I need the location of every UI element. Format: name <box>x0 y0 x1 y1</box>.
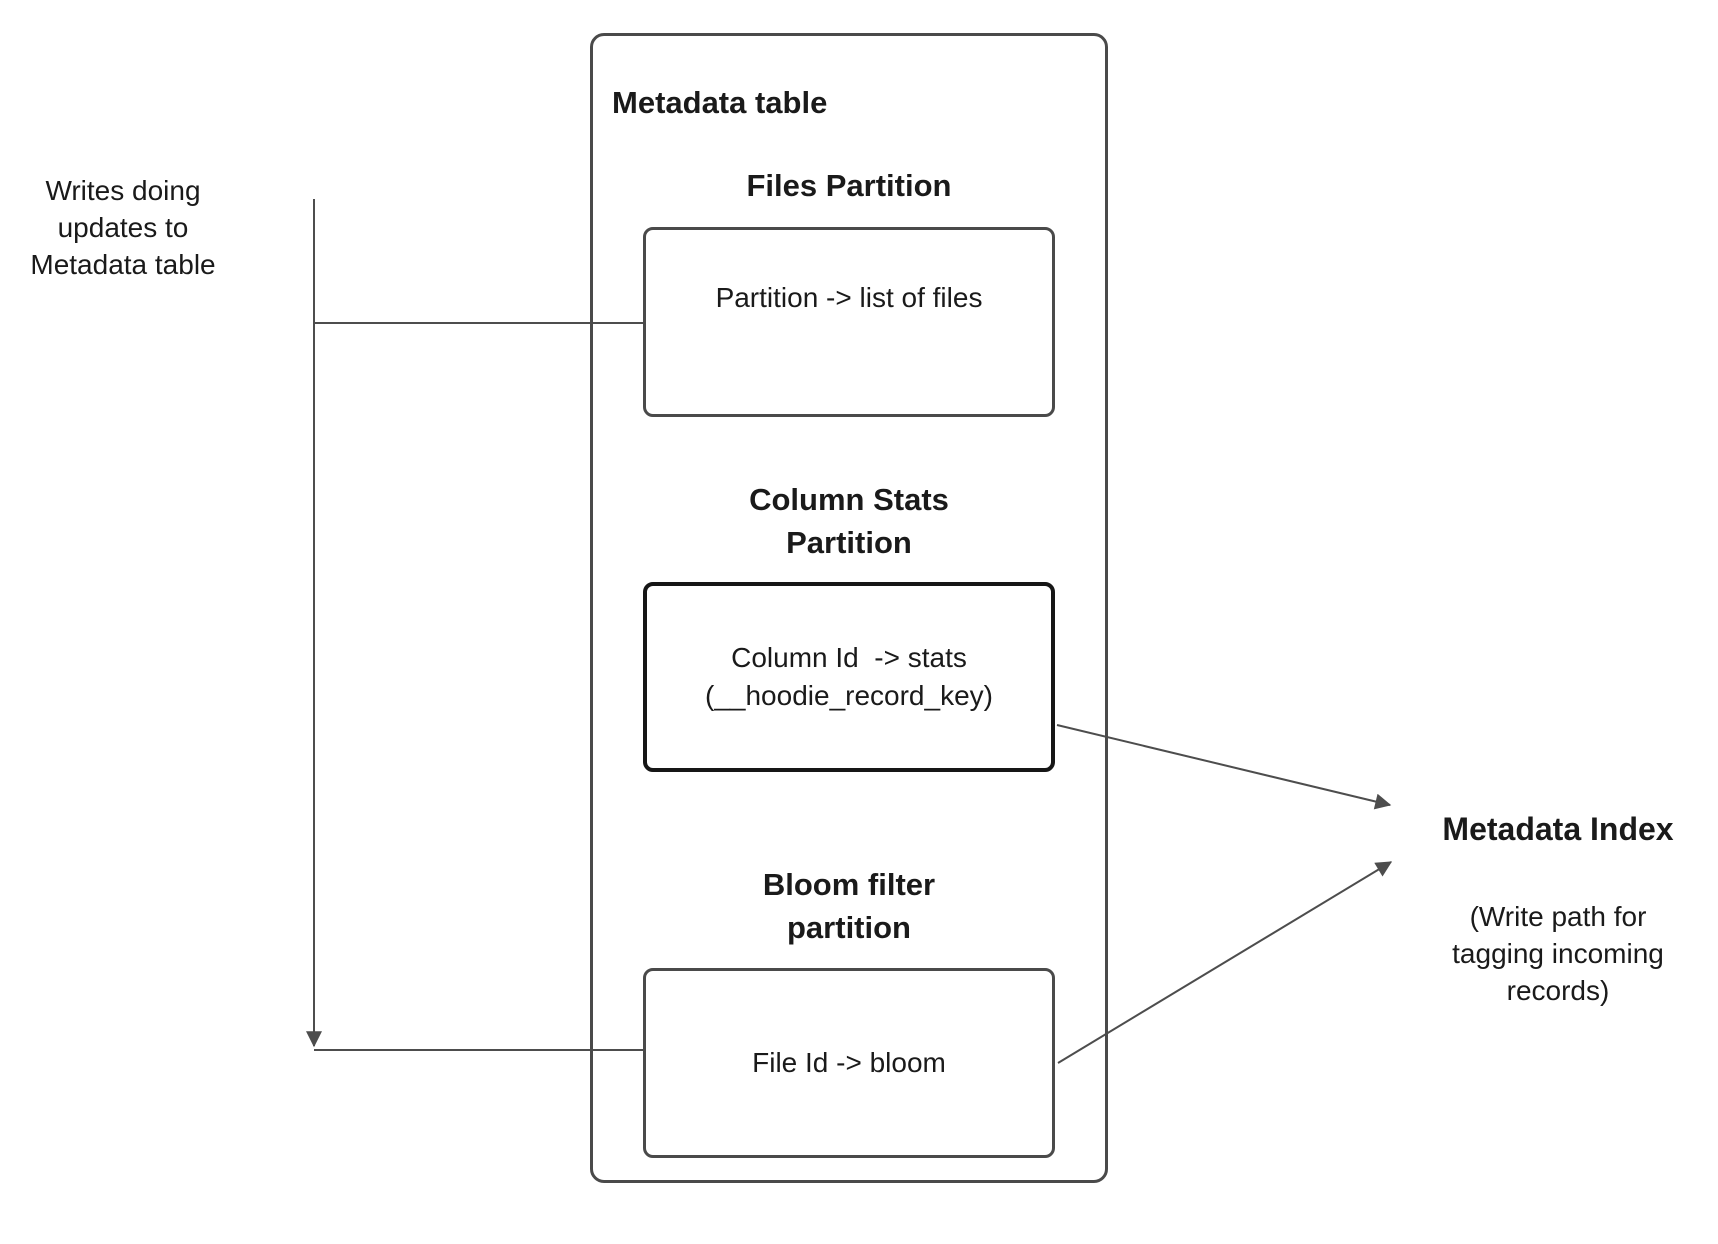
metadata-index-title: Metadata Index <box>1442 811 1674 847</box>
bloom-to-index-arrow <box>1057 861 1393 1064</box>
files-partition-mapping-text: Partition -> list of files <box>715 282 983 313</box>
bloom-filter-partition-heading: Bloom filter partition <box>762 867 936 945</box>
metadata-index-subtitle: (Write path for tagging incoming records… <box>1452 901 1664 1006</box>
metadata-index-label: Metadata Index (Write path for tagging i… <box>1398 812 1718 1009</box>
bloom-filter-mapping-text: File Id -> bloom <box>752 1047 946 1078</box>
column-stats-partition-box: Column Id -> stats (__hoodie_record_key) <box>643 582 1055 772</box>
metadata-table-title: Metadata table <box>612 85 828 120</box>
metadata-table-box: Metadata table Files Partition Partition… <box>590 33 1108 1183</box>
files-partition-heading: Files Partition <box>746 168 952 203</box>
column-stats-to-index-arrow <box>1056 724 1392 810</box>
column-stats-mapping-text: Column Id -> stats (__hoodie_record_key) <box>705 642 993 711</box>
files-partition-box: Partition -> list of files <box>643 227 1055 417</box>
column-stats-partition-heading: Column Stats Partition <box>749 482 949 560</box>
writes-updates-label: Writes doing updates to Metadata table <box>30 175 216 280</box>
bloom-filter-partition-box: File Id -> bloom <box>643 968 1055 1158</box>
